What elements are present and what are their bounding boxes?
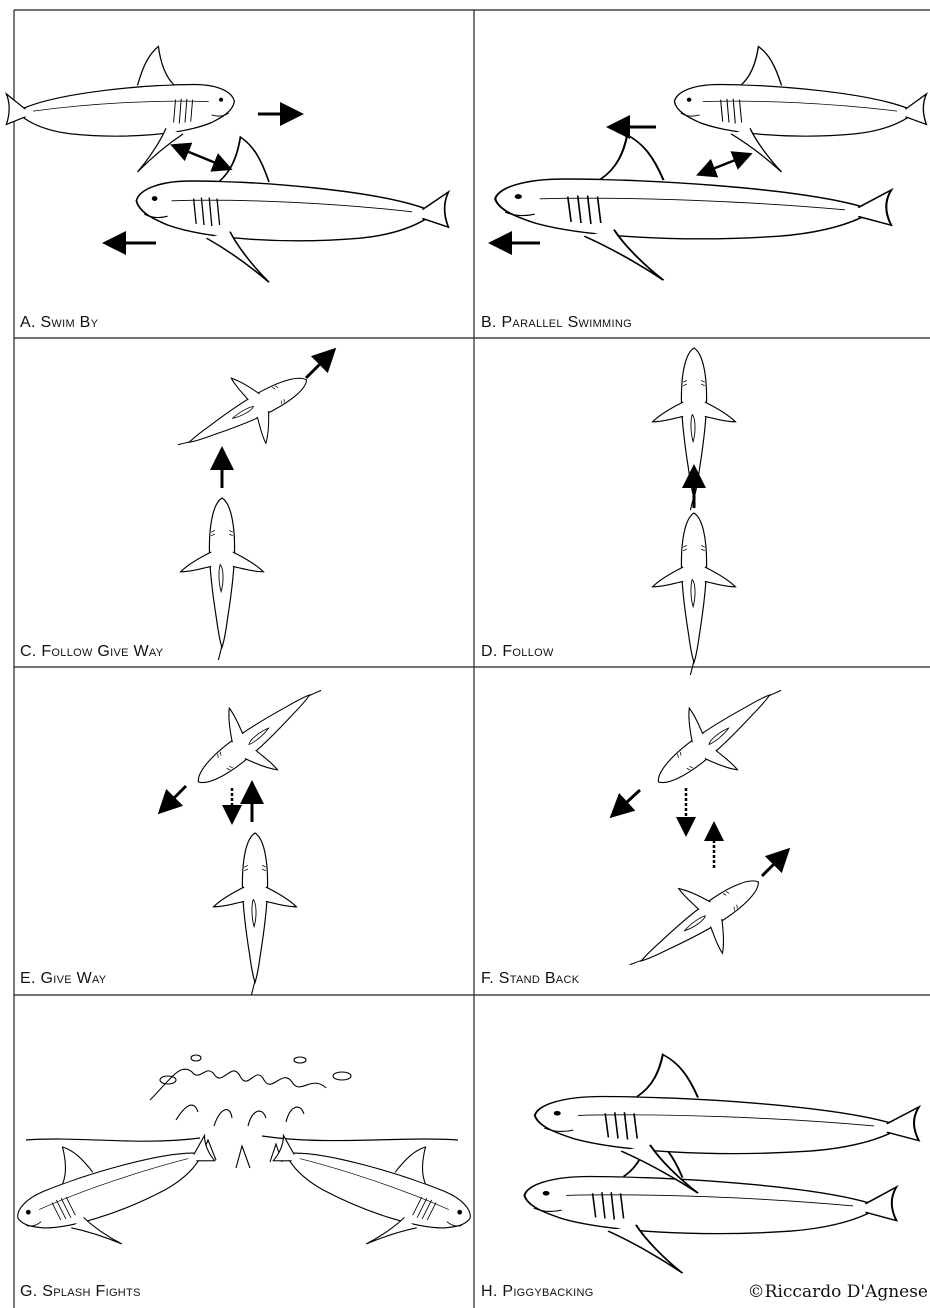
shark-following — [653, 513, 736, 675]
shark-upper — [674, 46, 926, 171]
panel-b-illustration — [494, 46, 926, 280]
shark-following — [181, 498, 264, 660]
shark-lower — [610, 850, 781, 1000]
shark-approaching — [214, 833, 297, 995]
arrow-up-right — [762, 852, 786, 876]
shark-lower — [495, 135, 891, 280]
panel-g-illustration — [0, 1055, 489, 1277]
splash — [150, 1055, 351, 1168]
arrow-down-left — [614, 790, 640, 814]
panel-label-g: G. Splash Fights — [20, 1283, 141, 1301]
arrow-down-left — [162, 786, 186, 810]
shark-upper — [535, 1055, 919, 1194]
water-surface — [26, 1136, 458, 1141]
panel-h-illustration — [524, 1055, 918, 1274]
panel-label-b: B. Parallel Swimming — [481, 314, 632, 332]
shark-right — [257, 1096, 488, 1276]
panel-d-illustration — [653, 348, 736, 675]
panel-label-c: C. Follow Give Way — [20, 643, 163, 661]
arrow-double — [184, 150, 228, 168]
panel-e-illustration — [162, 657, 343, 995]
panel-label-h: H. Piggybacking — [481, 1283, 594, 1301]
shark-lower — [136, 137, 448, 282]
panel-label-f: F. Stand Back — [481, 970, 579, 988]
shark-left — [0, 1096, 231, 1276]
shark-upper — [634, 657, 803, 813]
shark-lower — [524, 1135, 896, 1274]
panel-label-d: D. Follow — [481, 643, 554, 661]
arrow-double — [710, 155, 748, 170]
shark-giving-way — [174, 657, 343, 813]
panel-c-illustration — [162, 347, 332, 660]
shark-turning — [162, 347, 324, 480]
panel-label-a: A. Swim By — [20, 314, 98, 332]
arrow-up-right — [306, 352, 332, 378]
panel-f-illustration — [610, 657, 803, 1000]
panel-label-e: E. Give Way — [20, 970, 106, 988]
shark-upper — [6, 46, 234, 171]
copyright-credit: ©Riccardo D'Agnese — [748, 1282, 928, 1302]
panel-a-illustration — [6, 46, 448, 282]
